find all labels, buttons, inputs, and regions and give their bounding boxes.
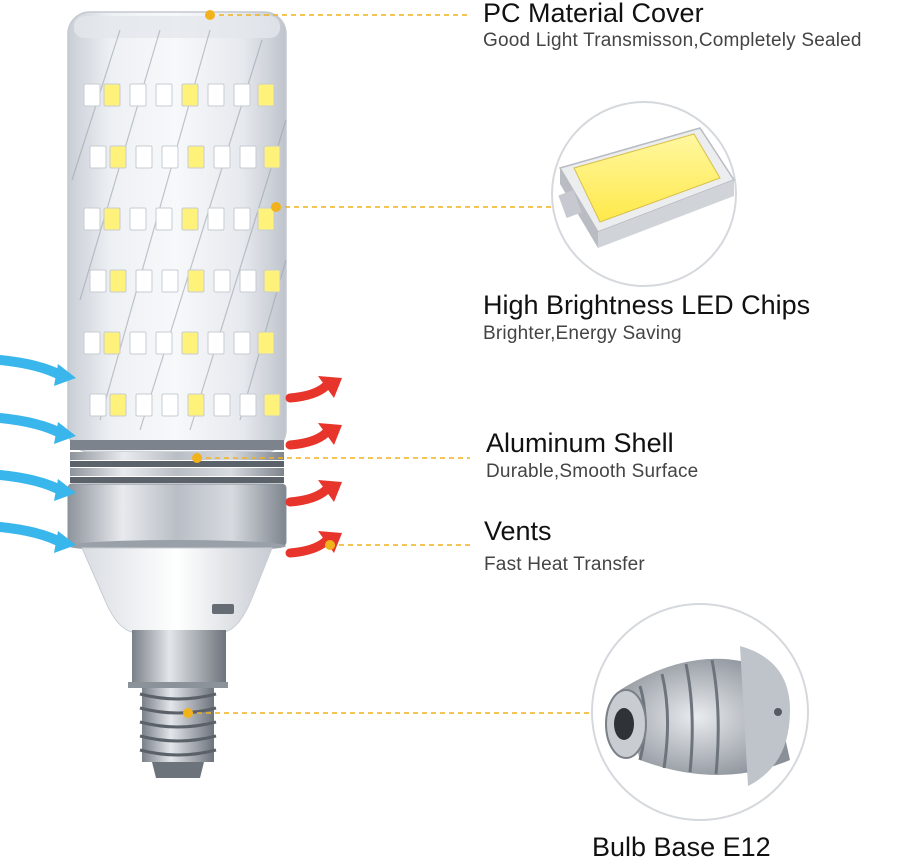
airflow-out-arrow	[285, 428, 331, 450]
led-chip	[207, 331, 225, 355]
led-chip	[129, 207, 147, 231]
led-chip-zoom	[551, 101, 737, 287]
airflow-in-arrowhead	[54, 422, 76, 444]
airflow-out-arrows	[285, 376, 342, 558]
led-chip	[135, 393, 153, 417]
led-chip	[181, 207, 199, 231]
airflow-in-arrowhead	[54, 364, 76, 386]
led-chip	[181, 83, 199, 107]
airflow-out-arrow	[285, 536, 331, 558]
shell-subtitle: Durable,Smooth Surface	[486, 461, 699, 482]
led-chip	[239, 145, 257, 169]
led-chip	[213, 145, 231, 169]
bulb-neck	[81, 547, 273, 633]
led-chip	[263, 145, 281, 169]
airflow-out-arrow	[285, 485, 331, 507]
airflow-out-arrow	[285, 381, 331, 403]
led-chip-icon	[558, 127, 736, 248]
led-chip	[181, 331, 199, 355]
led-chip	[239, 269, 257, 293]
led-chip	[257, 83, 275, 107]
led-chip	[161, 145, 179, 169]
led-chip	[161, 393, 179, 417]
led-chip	[83, 331, 101, 355]
led-chip	[187, 269, 205, 293]
neck-slot	[212, 604, 234, 614]
led-chip	[103, 331, 121, 355]
led-chip	[129, 331, 147, 355]
led-chip	[89, 145, 107, 169]
led-chip	[155, 207, 173, 231]
cover-subtitle: Good Light Transmisson,Completely Sealed	[483, 30, 862, 51]
led-chip	[129, 83, 147, 107]
led-chip	[135, 145, 153, 169]
airflow-out-arrowhead	[318, 480, 342, 502]
led-chip	[109, 393, 127, 417]
led-chip	[233, 207, 251, 231]
led-chip	[213, 393, 231, 417]
airflow-out-arrowhead	[318, 376, 342, 398]
screw-base	[128, 630, 228, 778]
led-chip	[207, 207, 225, 231]
airflow-in-arrow	[0, 413, 67, 439]
led-chip	[257, 331, 275, 355]
base-title: Bulb Base E12	[592, 832, 771, 862]
led-chip	[103, 83, 121, 107]
led-chip	[161, 269, 179, 293]
airflow-in-arrows	[0, 355, 76, 553]
shell-title: Aluminum Shell	[486, 428, 674, 458]
led-chip	[135, 269, 153, 293]
airflow-in-arrow	[0, 470, 67, 496]
bulb-base-zoom	[591, 603, 809, 821]
led-chip	[155, 83, 173, 107]
led-chip	[83, 207, 101, 231]
airflow-in-arrowhead	[54, 531, 76, 553]
aluminum-shell	[67, 440, 287, 552]
airflow-out-arrowhead	[318, 423, 342, 445]
led-chip	[239, 393, 257, 417]
led-chip	[187, 145, 205, 169]
vents-title: Vents	[484, 516, 552, 546]
cover-title: PC Material Cover	[483, 0, 704, 28]
led-chip	[213, 269, 231, 293]
airflow-in-arrowhead	[54, 479, 76, 501]
led-chip	[187, 393, 205, 417]
led-chip	[233, 331, 251, 355]
vents-subtitle: Fast Heat Transfer	[484, 554, 645, 575]
bulb-base-icon	[605, 646, 790, 786]
led-chip	[207, 83, 225, 107]
led-chip	[263, 393, 281, 417]
led-chip	[109, 269, 127, 293]
airflow-in-arrow	[0, 355, 67, 381]
led-chip	[83, 83, 101, 107]
led-chip	[233, 83, 251, 107]
led-chip	[103, 207, 121, 231]
led-chip-grid	[83, 83, 281, 417]
led-chip	[89, 393, 107, 417]
led-chip	[155, 331, 173, 355]
chips-subtitle: Brighter,Energy Saving	[483, 323, 682, 344]
chips-title: High Brightness LED Chips	[483, 290, 811, 320]
led-chip	[89, 269, 107, 293]
led-chip	[263, 269, 281, 293]
airflow-in-arrow	[0, 522, 67, 548]
bulb-cover	[67, 11, 287, 453]
led-chip	[257, 207, 275, 231]
led-chip	[109, 145, 127, 169]
